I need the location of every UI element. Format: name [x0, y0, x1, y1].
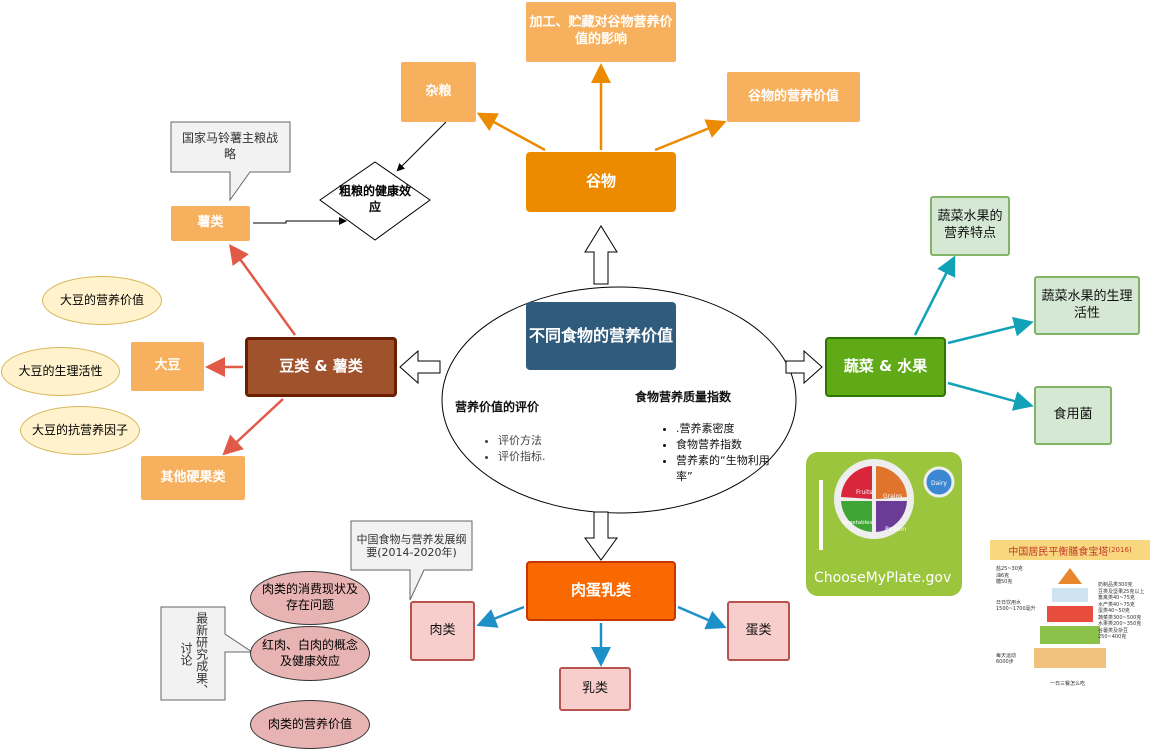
coarse-grain-health-diamond[interactable]: 粗粮的健康效应	[338, 184, 411, 214]
pyramid-label: 盐25~30克	[996, 566, 1023, 572]
fungi-node[interactable]: 食用菌	[1034, 386, 1112, 445]
arrow-grain-coarse	[476, 112, 546, 152]
arrow-coarse-diamond	[396, 121, 447, 172]
pyramid-label: 一日三餐怎么吃	[1050, 681, 1086, 687]
meat-topic-ellipse[interactable]: 肉类的营养价值	[250, 700, 370, 749]
pyramid-label: 蔬菜类300~500克	[1098, 614, 1142, 621]
arrow-beans-tuber	[229, 243, 297, 336]
pyramid-label: 1500~1700毫升	[996, 606, 1036, 612]
evaluation-item: 评价指标.	[498, 448, 546, 464]
veg-activity-node[interactable]: 蔬菜水果的生理活性	[1034, 276, 1140, 335]
evaluation-heading: 营养价值的评价	[455, 400, 540, 414]
pyramid-label: 奶制品类300克	[1098, 582, 1133, 588]
soy-topic-ellipse[interactable]: 大豆的营养价值	[42, 276, 162, 325]
soybean-node[interactable]: 大豆	[131, 342, 204, 391]
pyramid-label: 蛋类40~50克	[1098, 608, 1130, 614]
veg-feature-node[interactable]: 蔬菜水果的营养特点	[930, 196, 1010, 256]
meat-topic-ellipse[interactable]: 肉类的消费现状及存在问题	[250, 571, 370, 625]
tuber-node[interactable]: 薯类	[171, 206, 250, 241]
pyramid-header: 中国居民平衡膳食宝塔(2016)	[990, 540, 1150, 560]
arrow-veg-fungi	[947, 381, 1034, 411]
dairy-label: Dairy	[931, 480, 947, 487]
fruits-section	[841, 466, 872, 499]
pyramid-label: 豆类及坚果25克以上	[1098, 588, 1145, 595]
quality-index-list: .营养素密度 食物营养指数 营养素的“生物利用率”	[656, 420, 786, 484]
pyramid-label: 6000步	[996, 659, 1014, 665]
evaluation-item: 评价方法	[498, 432, 546, 448]
evaluation-list: 评价方法 评价指标.	[478, 432, 546, 464]
soy-topic-ellipse[interactable]: 大豆的抗营养因子	[20, 406, 140, 455]
center-title[interactable]: 不同食物的营养价值	[526, 302, 676, 370]
milk-node[interactable]: 乳类	[559, 667, 631, 711]
egg-node[interactable]: 蛋类	[727, 601, 790, 661]
grain-node[interactable]: 谷物	[526, 152, 676, 212]
arrow-veg-activity	[947, 316, 1034, 345]
diamond-shape	[319, 161, 431, 241]
arrow-grain-value	[654, 119, 727, 152]
pyramid-label: 日日饮用水	[996, 599, 1022, 606]
pyramid-label: 250~400克	[1098, 634, 1127, 640]
myplate-logo: ChooseMyPlate.gov	[814, 570, 951, 586]
vegetables-section	[841, 501, 872, 532]
research-callout: 最新研究成果、讨论	[179, 612, 209, 696]
fork-icon	[819, 480, 823, 550]
grains-section	[876, 466, 907, 499]
food-nutrition-outline-callout: 中国食物与营养发展纲要(2014-2020年)	[356, 532, 467, 559]
block-arrow-left	[399, 349, 441, 385]
block-arrow-down	[584, 511, 618, 561]
pyramid-title: 中国居民平衡膳食宝塔	[1008, 546, 1109, 558]
protein-label: Protein	[885, 526, 906, 533]
block-arrow-up	[584, 225, 618, 285]
meat-egg-milk-node[interactable]: 肉蛋乳类	[526, 561, 676, 621]
arrow-meat-meat	[476, 605, 525, 628]
coarse-grain-node[interactable]: 杂粮	[401, 62, 476, 122]
arrow-veg-feature	[913, 255, 956, 336]
callout-meat-shape	[350, 520, 473, 601]
pyramid-label: 水果类200~350克	[1098, 621, 1142, 627]
potato-strategy-callout: 国家马铃薯主粮战略	[181, 131, 278, 161]
dairy-section	[923, 466, 955, 498]
pyramid-graphic	[1034, 568, 1106, 668]
callout-potato-shape	[170, 121, 291, 202]
meat-node[interactable]: 肉类	[410, 601, 475, 661]
pyramid-label: 水产类40~75克	[1098, 601, 1135, 608]
soy-topic-ellipse[interactable]: 大豆的生理活性	[1, 347, 120, 396]
fruits-label: Fruits	[856, 489, 872, 496]
nuts-node[interactable]: 其他硬果类	[141, 456, 245, 500]
vegetables-label: Vegetables	[842, 520, 873, 526]
pyramid-label: 糖50克	[996, 579, 1013, 585]
pyramid-label: 畜禽类40~75克	[1098, 595, 1135, 601]
pyramid-year: (2016)	[1108, 546, 1132, 554]
quality-index-heading: 食物营养质量指数	[635, 390, 732, 404]
grain-processing-node[interactable]: 加工、贮藏对谷物营养价值的影响	[526, 2, 676, 62]
pyramid-label: 油6克	[996, 572, 1010, 579]
quality-item: .营养素密度	[676, 420, 786, 436]
meat-topic-ellipse[interactable]: 红肉、白肉的概念及健康效应	[250, 626, 370, 681]
arrow-tuber-diamond	[253, 217, 347, 225]
grain-value-node[interactable]: 谷物的营养价值	[727, 72, 860, 122]
grains-label: Grains	[883, 493, 902, 500]
block-arrow-right	[785, 349, 823, 385]
myplate-image: Fruits Grains Vegetables Protein Dairy C…	[806, 452, 962, 596]
myplate-graphic: Fruits Grains Vegetables Protein Dairy C…	[814, 459, 955, 586]
beans-tubers-node[interactable]: 豆类 & 薯类	[245, 337, 397, 397]
quality-item: 食物营养指数	[676, 436, 786, 452]
callout-research-shape	[160, 606, 254, 701]
quality-item: 营养素的“生物利用率”	[676, 452, 786, 484]
arrow-beans-nuts	[222, 398, 284, 456]
pyramid-label: 谷薯类及杂豆	[1098, 627, 1129, 634]
pyramid-label: 每天运动	[996, 652, 1017, 659]
protein-section	[876, 501, 907, 532]
veg-fruit-node[interactable]: 蔬菜 & 水果	[825, 337, 946, 397]
arrow-meat-egg	[677, 605, 727, 630]
pyramid-right-labels: 奶制品类300克豆类及坚果25克以上 畜禽类40~75克水产类40~75克蛋类4…	[1098, 582, 1144, 641]
